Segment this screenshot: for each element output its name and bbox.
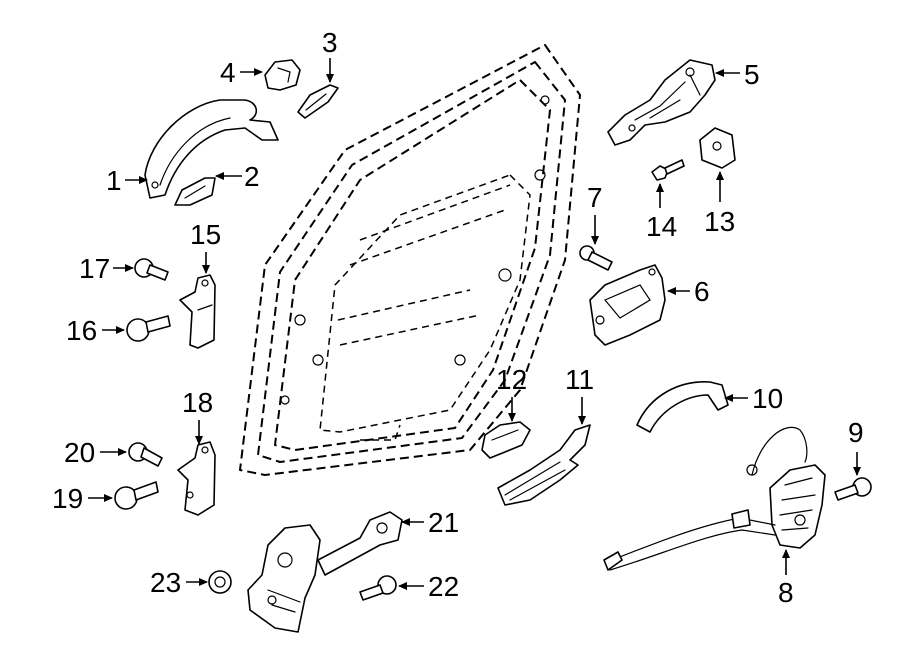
bolt-19-part <box>114 481 159 510</box>
callout-label-21: 21 <box>428 507 459 538</box>
door-checker-part <box>247 511 403 633</box>
callout-label-4: 4 <box>220 57 236 88</box>
callout-2: 2 <box>215 161 260 192</box>
bolt-20-part <box>128 442 163 467</box>
callout-label-9: 9 <box>848 417 864 448</box>
handle-bracket-part <box>607 59 716 146</box>
callout-18: 18 <box>182 387 213 445</box>
callout-7: 7 <box>587 182 603 245</box>
callout-20: 20 <box>64 437 127 468</box>
callout-6: 6 <box>667 276 710 307</box>
callout-14: 14 <box>646 183 677 242</box>
bolt-7-part <box>579 245 613 271</box>
callout-21: 21 <box>401 507 459 538</box>
callout-8: 8 <box>778 549 794 608</box>
callout-label-19: 19 <box>52 483 83 514</box>
callout-label-17: 17 <box>79 253 110 284</box>
handle-frame-part <box>589 264 666 346</box>
callout-label-6: 6 <box>694 276 710 307</box>
lower-hinge-part <box>177 441 216 516</box>
handle-gasket-part <box>297 84 339 119</box>
callout-15: 15 <box>190 219 221 274</box>
bolt-16-part <box>126 315 171 342</box>
callout-11: 11 <box>565 364 594 425</box>
callout-label-22: 22 <box>428 571 459 602</box>
cable-guide-part <box>636 381 729 433</box>
callout-label-11: 11 <box>565 364 594 395</box>
handle-cover-part <box>174 177 216 206</box>
callout-label-2: 2 <box>244 161 260 192</box>
callout-label-7: 7 <box>587 182 603 213</box>
callout-label-20: 20 <box>64 437 95 468</box>
callout-label-10: 10 <box>752 383 783 414</box>
upper-hinge-part <box>179 274 216 349</box>
callout-17: 17 <box>79 253 134 284</box>
callout-19: 19 <box>52 483 113 514</box>
callout-label-12: 12 <box>496 364 527 395</box>
callout-label-14: 14 <box>646 211 677 242</box>
callout-22: 22 <box>398 571 459 602</box>
callout-label-3: 3 <box>322 27 338 58</box>
bolt-9-part <box>834 477 872 501</box>
nut-23-part <box>208 570 232 594</box>
rod-holder-part <box>481 421 531 459</box>
callout-3: 3 <box>322 27 338 83</box>
striker-bracket-part <box>699 127 736 169</box>
callout-label-23: 23 <box>150 567 181 598</box>
callout-4: 4 <box>220 57 263 88</box>
callout-label-5: 5 <box>744 59 760 90</box>
door-shell-outline <box>239 44 581 476</box>
latch-assembly-part <box>603 426 826 571</box>
callout-23: 23 <box>150 567 208 598</box>
screw-part <box>651 159 685 181</box>
callout-9: 9 <box>848 417 864 476</box>
callout-16: 16 <box>66 315 125 346</box>
channel-guide-part <box>497 424 591 506</box>
callout-5: 5 <box>715 59 760 90</box>
callout-label-16: 16 <box>66 315 97 346</box>
callout-label-8: 8 <box>778 577 794 608</box>
bolt-22-part <box>359 575 397 601</box>
callout-label-18: 18 <box>182 387 213 418</box>
outside-handle-part <box>144 99 279 199</box>
cylinder-cap-part <box>264 59 301 91</box>
callout-10: 10 <box>724 383 783 414</box>
callout-1: 1 <box>106 165 148 196</box>
bolt-17-part <box>134 258 169 281</box>
callout-label-13: 13 <box>704 206 735 237</box>
callout-label-1: 1 <box>106 165 122 196</box>
callout-label-15: 15 <box>190 219 221 250</box>
callout-13: 13 <box>704 171 735 237</box>
callout-12: 12 <box>496 364 527 422</box>
